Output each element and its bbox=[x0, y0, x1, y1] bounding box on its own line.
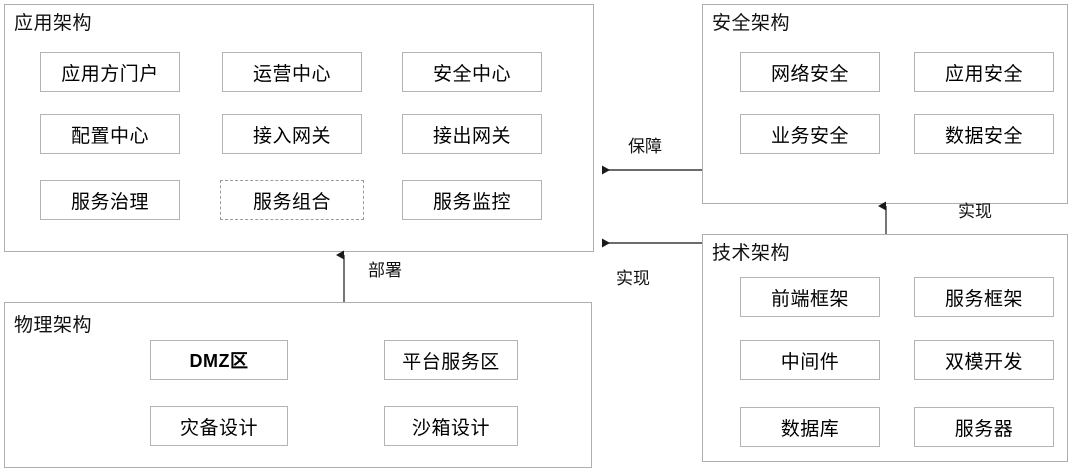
node-service-composition[interactable]: 服务组合 bbox=[220, 180, 364, 220]
node-disaster-recovery-design[interactable]: 灾备设计 bbox=[150, 406, 288, 446]
node-service-governance[interactable]: 服务治理 bbox=[40, 180, 180, 220]
group-title-physical-architecture: 物理架构 bbox=[14, 315, 93, 336]
node-sandbox-design[interactable]: 沙箱设计 bbox=[384, 406, 518, 446]
edge-label-shixian-tech-to-app: 实现 bbox=[616, 269, 650, 288]
node-server[interactable]: 服务器 bbox=[914, 407, 1054, 447]
node-frontend-framework[interactable]: 前端框架 bbox=[740, 277, 880, 317]
node-platform-service-zone[interactable]: 平台服务区 bbox=[384, 340, 518, 380]
node-data-security[interactable]: 数据安全 bbox=[914, 114, 1054, 154]
node-config-center[interactable]: 配置中心 bbox=[40, 114, 180, 154]
node-database[interactable]: 数据库 bbox=[740, 407, 880, 447]
node-application-security[interactable]: 应用安全 bbox=[914, 52, 1054, 92]
node-middleware[interactable]: 中间件 bbox=[740, 340, 880, 380]
edge-label-baozhang: 保障 bbox=[628, 137, 662, 156]
node-network-security[interactable]: 网络安全 bbox=[740, 52, 880, 92]
node-security-center[interactable]: 安全中心 bbox=[402, 52, 542, 92]
node-ingress-gateway[interactable]: 接入网关 bbox=[222, 114, 362, 154]
node-bimodal-development[interactable]: 双模开发 bbox=[914, 340, 1054, 380]
node-dmz-zone[interactable]: DMZ区 bbox=[150, 340, 288, 380]
node-service-framework[interactable]: 服务框架 bbox=[914, 277, 1054, 317]
node-operation-center[interactable]: 运营中心 bbox=[222, 52, 362, 92]
node-app-portal[interactable]: 应用方门户 bbox=[40, 52, 180, 92]
edge-label-bushu: 部署 bbox=[368, 261, 402, 280]
node-business-security[interactable]: 业务安全 bbox=[740, 114, 880, 154]
group-title-security-architecture: 安全架构 bbox=[712, 13, 791, 34]
node-service-monitoring[interactable]: 服务监控 bbox=[402, 180, 542, 220]
node-egress-gateway[interactable]: 接出网关 bbox=[402, 114, 542, 154]
group-security-architecture bbox=[702, 4, 1068, 204]
group-title-technology-architecture: 技术架构 bbox=[712, 243, 791, 264]
edge-label-shixian-tech-to-security: 实现 bbox=[958, 202, 992, 221]
group-title-application-architecture: 应用架构 bbox=[14, 13, 93, 34]
